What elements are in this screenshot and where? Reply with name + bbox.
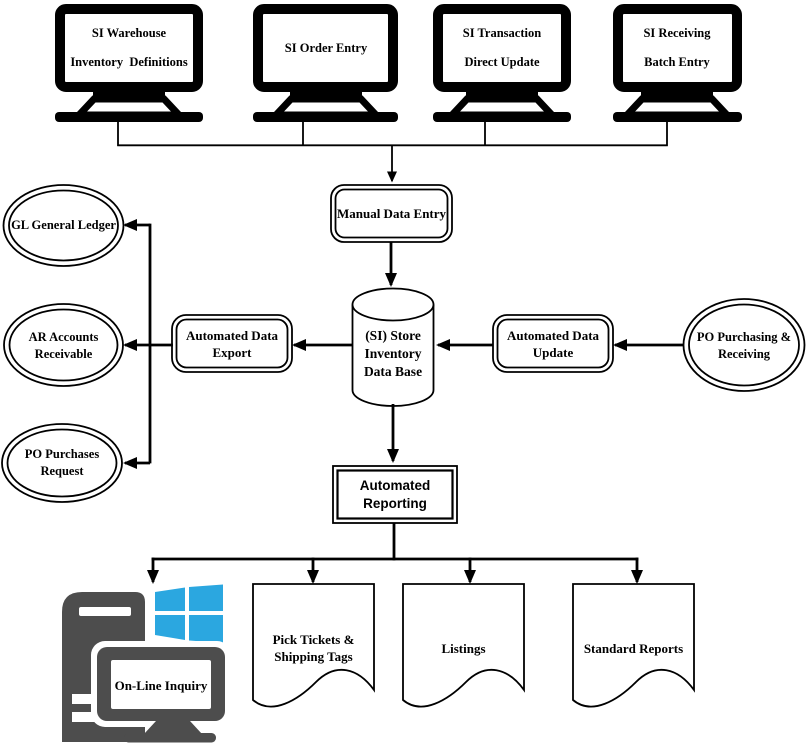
monitor-label-order-entry: SI Order Entry: [284, 40, 368, 55]
manual-data-entry-label: Manual Data Entry: [336, 206, 447, 221]
automated-data-update-label: Automated Data Update: [506, 327, 600, 360]
document-standard-reports: [572, 583, 695, 708]
purchases-request-label: PO Purchases Request: [24, 447, 100, 478]
purchases-request-ellipse: [1, 423, 123, 503]
crt-monitor-transaction-icon: [433, 4, 571, 122]
crt-monitor-receiving-icon: [613, 4, 742, 122]
automated-data-export-label: Automated Data Export: [185, 327, 279, 360]
automated-reporting-box: [332, 465, 458, 524]
pc-workstation-icon: [62, 584, 231, 743]
accounts-receivable-label: AR Accounts Receivable: [28, 329, 99, 361]
purchasing-receiving-label: PO Purchasing & Receiving: [696, 329, 792, 361]
windows-logo-icon: [155, 584, 223, 643]
automated-data-update-box: [492, 314, 614, 373]
monitor-bus-connector: [117, 122, 668, 183]
reporting-distribution-connector: [147, 523, 643, 584]
listings-label: Listings: [441, 640, 486, 656]
accounts-receivable-ellipse: [3, 303, 124, 387]
automated-data-export-box: [171, 314, 293, 373]
crt-monitor-warehouse-icon: [55, 4, 203, 122]
manual-data-entry-box: [330, 184, 453, 243]
purchasing-receiving-ellipse: [682, 298, 806, 392]
export-branch-connector: [123, 219, 173, 469]
monitor-label-warehouse: SI Warehouse Inventory Definitions: [70, 26, 188, 69]
online-inquiry-label: On-Line Inquiry: [114, 677, 208, 693]
pc-monitor-icon: [97, 647, 225, 743]
general-ledger-ellipse: [2, 184, 125, 267]
pick-tickets-label: Pick Tickets & Shipping Tags: [272, 632, 355, 664]
monitor-label-receiving: SI Receiving Batch Entry: [643, 26, 711, 69]
database-label: (SI) Store Inventory Data Base: [363, 328, 423, 379]
document-pick-tickets: [252, 583, 375, 708]
document-listings: [402, 583, 525, 708]
monitor-label-transaction: SI Transaction Direct Update: [462, 26, 542, 69]
crt-monitor-order-entry-icon: [253, 4, 398, 122]
standard-reports-label: Standard Reports: [583, 640, 684, 656]
general-ledger-label: GL General Ledger: [11, 218, 116, 232]
automated-reporting-label: Automated Reporting: [359, 477, 431, 511]
